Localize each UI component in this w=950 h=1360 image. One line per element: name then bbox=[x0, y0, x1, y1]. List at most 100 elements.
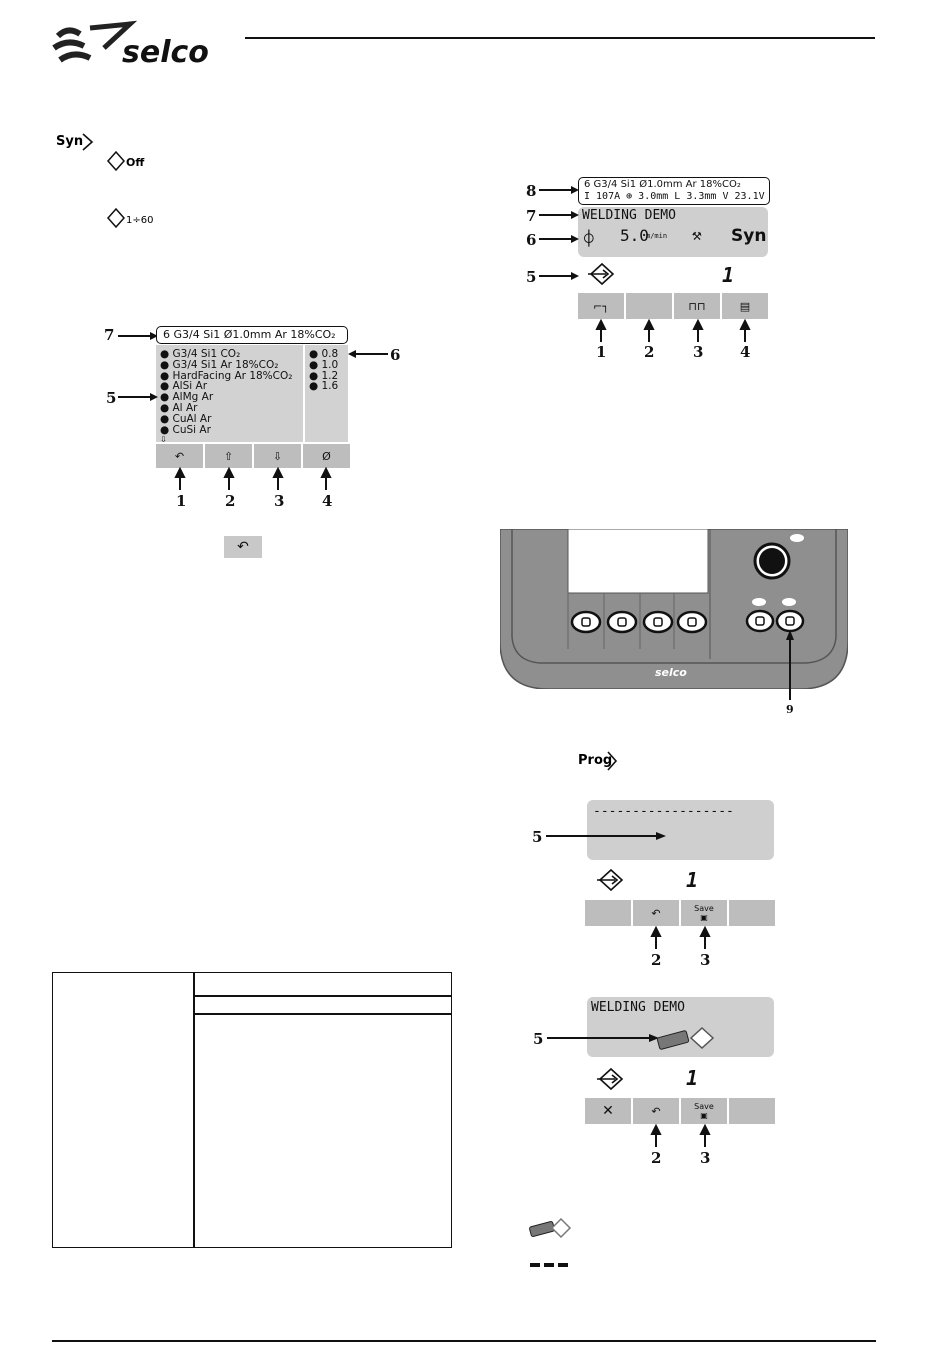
list-item[interactable]: ● CuAl Ar bbox=[160, 412, 212, 425]
softkey-pulse[interactable]: ⊓⊓ bbox=[674, 293, 722, 319]
diameter-icon: Ø bbox=[322, 449, 331, 463]
softkey-arrows bbox=[595, 318, 751, 342]
softkey-diameter[interactable]: Ø bbox=[303, 444, 350, 468]
program-load-icon bbox=[597, 868, 624, 892]
softkey-arrows bbox=[650, 1123, 711, 1147]
softkey-save[interactable]: Save▣ bbox=[681, 900, 729, 926]
callout-1: 1 bbox=[176, 492, 187, 510]
syn-icon: Syn bbox=[56, 130, 96, 158]
list-item[interactable]: ● G3/4 Si1 Ar 18%CO₂ bbox=[160, 358, 279, 371]
softkey-bar: ↶ Save▣ bbox=[585, 900, 775, 926]
softkey-back[interactable]: ↶ bbox=[633, 1098, 681, 1124]
list-item[interactable]: ● 1.6 bbox=[309, 380, 339, 393]
back-icon: ↶ bbox=[651, 906, 661, 920]
arrow-down-icon: ⇩ bbox=[272, 449, 283, 463]
softkey-process[interactable]: ⌐┐ bbox=[578, 293, 626, 319]
svg-text:Prog: Prog bbox=[578, 753, 612, 768]
control-panel: selco bbox=[500, 529, 848, 689]
delete-icon: ✕ bbox=[602, 1103, 614, 1119]
program-load-icon bbox=[588, 262, 615, 286]
diameter-list: ● 0.8 ● 1.0 ● 1.2 ● 1.6 bbox=[309, 349, 338, 392]
callout-9: 9 bbox=[786, 703, 794, 716]
callout-5: 5 bbox=[533, 1030, 544, 1048]
softkey-empty[interactable] bbox=[729, 900, 775, 926]
callout-3: 3 bbox=[693, 343, 704, 361]
softkey-save[interactable]: Save▣ bbox=[681, 1098, 729, 1124]
callout-1: 1 bbox=[596, 343, 607, 361]
material-list-panel bbox=[156, 345, 303, 442]
softkey-down[interactable]: ⇩ bbox=[254, 444, 303, 468]
memory-chip-icon bbox=[529, 1217, 572, 1239]
back-icon: ↶ bbox=[651, 1104, 661, 1118]
softkey-back[interactable]: ↶ bbox=[156, 444, 205, 468]
softkey-empty[interactable] bbox=[585, 900, 633, 926]
callout-6: 6 bbox=[390, 346, 401, 364]
list-item[interactable]: ● 1.2 bbox=[309, 369, 339, 382]
svg-text:selco: selco bbox=[655, 666, 687, 679]
softkey-menu[interactable]: ▤ bbox=[722, 293, 768, 319]
empty-program-dashes: ------------------ bbox=[593, 804, 734, 819]
pulse-off-icon: ⊓⊓ bbox=[688, 299, 706, 313]
memory-chip-icon bbox=[656, 1026, 715, 1050]
prog-icon: Prog bbox=[578, 748, 628, 780]
callout-5: 5 bbox=[526, 268, 537, 286]
list-item[interactable]: ● 1.0 bbox=[309, 358, 339, 371]
material-list: ● G3/4 Si1 CO₂ ● G3/4 Si1 Ar 18%CO₂ ● Ha… bbox=[160, 349, 292, 446]
range-option-icon: 1÷60 bbox=[106, 207, 161, 235]
svg-text:selco: selco bbox=[122, 35, 209, 70]
svg-text:Off: Off bbox=[126, 156, 144, 169]
empty-program-dashes-icon bbox=[530, 1263, 568, 1267]
off-option-icon: Off bbox=[106, 150, 151, 178]
softkey-bar: ⌐┐ ⊓⊓ ▤ bbox=[578, 293, 768, 319]
program-load-icon bbox=[597, 1067, 624, 1091]
torch-icon: ⚒ bbox=[692, 225, 702, 244]
lcd-main bbox=[578, 207, 768, 257]
callout-6: 6 bbox=[526, 231, 537, 249]
svg-text:1÷60: 1÷60 bbox=[126, 215, 153, 226]
softkey-empty[interactable] bbox=[729, 1098, 775, 1124]
callout-7: 7 bbox=[104, 326, 115, 344]
callout-2: 2 bbox=[644, 343, 655, 361]
softkey-arrows bbox=[650, 925, 711, 949]
process-icon: ⌐┐ bbox=[593, 299, 609, 313]
softkey-bar: ↶ ⇧ ⇩ Ø bbox=[156, 444, 350, 468]
list-item[interactable]: ● HardFacing Ar 18%CO₂ bbox=[160, 369, 293, 382]
callout-7: 7 bbox=[526, 207, 537, 225]
svg-text:Syn: Syn bbox=[56, 134, 83, 149]
program-number: 1 bbox=[686, 1066, 699, 1090]
save-icon: ▣ bbox=[700, 1111, 708, 1120]
softkey-arrows bbox=[174, 466, 332, 490]
diameter-list-panel bbox=[305, 345, 348, 442]
callout-3: 3 bbox=[700, 951, 711, 969]
list-item[interactable]: ● 0.8 bbox=[309, 348, 339, 360]
syn-label: Syn bbox=[731, 226, 767, 246]
softkey-delete[interactable]: ✕ bbox=[585, 1098, 633, 1124]
list-item[interactable]: ● AlSi Ar bbox=[160, 380, 208, 393]
list-item[interactable]: ● AlMg Ar bbox=[160, 391, 214, 404]
callout-2: 2 bbox=[225, 492, 236, 510]
callout-5: 5 bbox=[106, 389, 117, 407]
callout-2: 2 bbox=[651, 1149, 662, 1167]
parameter-header: 6 G3/4 Si1 Ø1.0mm Ar 18%CO₂ I 107A ⊕ 3.0… bbox=[578, 177, 770, 205]
list-item[interactable]: ● Al Ar bbox=[160, 401, 198, 414]
wire-speed-value: 5.0 bbox=[620, 226, 649, 245]
footer-rule bbox=[52, 1340, 876, 1342]
list-item[interactable]: ● CuSi Ar bbox=[160, 423, 211, 436]
screen-title-bar: 6 G3/4 Si1 Ø1.0mm Ar 18%CO₂ bbox=[156, 326, 348, 344]
callout-4: 4 bbox=[740, 343, 751, 361]
callout-3: 3 bbox=[700, 1149, 711, 1167]
softkey-empty[interactable] bbox=[626, 293, 674, 319]
back-key-icon: ↶ bbox=[224, 536, 262, 558]
lcd-main bbox=[587, 800, 774, 860]
info-table bbox=[52, 972, 452, 1248]
save-icon: ▣ bbox=[700, 913, 708, 922]
list-item[interactable]: ● G3/4 Si1 CO₂ bbox=[160, 348, 241, 360]
menu-icon: ▤ bbox=[739, 299, 751, 313]
header-rule bbox=[245, 37, 875, 39]
callout-3: 3 bbox=[274, 492, 285, 510]
softkey-up[interactable]: ⇧ bbox=[205, 444, 254, 468]
selco-logo: selco bbox=[52, 20, 209, 70]
program-number: 1 bbox=[686, 868, 699, 892]
lcd-main bbox=[587, 997, 774, 1057]
softkey-back[interactable]: ↶ bbox=[633, 900, 681, 926]
